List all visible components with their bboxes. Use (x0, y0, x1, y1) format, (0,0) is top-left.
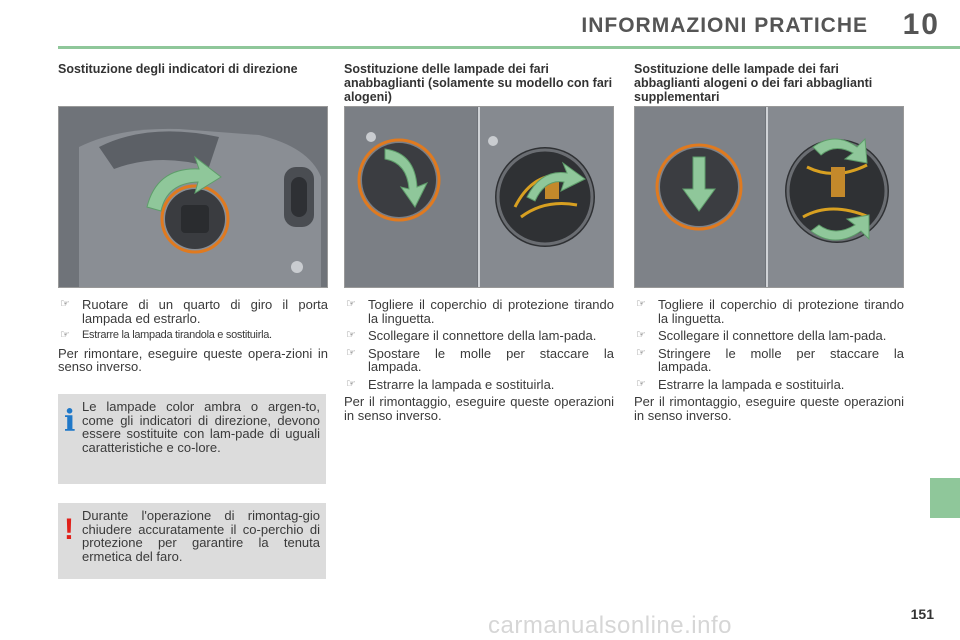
list-item: ☞ Stringere le molle per staccare la lamp… (634, 345, 904, 374)
list-item: ☞ Estrarre la lampada e sostituirla. (634, 376, 904, 392)
warning-note: ! Durante l'operazione di rimontag-gio c… (58, 503, 326, 579)
pointing-hand-icon: ☞ (346, 298, 356, 310)
reassembly-note: Per il rimontaggio, eseguire queste oper… (634, 394, 904, 423)
list-item-text: Togliere il coperchio di protezione tira… (658, 297, 904, 326)
info-note: i Le lampade color ambra o argen-to, com… (58, 394, 326, 484)
list-item: ☞ Spostare le molle per staccare la lampa… (344, 345, 614, 374)
list-item-text: Ruotare di un quarto di giro il porta la… (82, 297, 328, 326)
pointing-hand-icon: ☞ (346, 377, 356, 390)
list-item: ☞ Togliere il coperchio di protezione tir… (634, 298, 904, 325)
section-heading: Sostituzione degli indicatori di direzio… (58, 62, 298, 76)
list-item-text: Scollegare il connettore della lam-pada. (368, 328, 597, 343)
pointing-hand-icon: ☞ (60, 329, 70, 341)
high-beam-illustration (634, 106, 904, 288)
list-item-text: Estrarre la lampada e sostituirla. (368, 376, 555, 392)
turn-indicator-illustration (58, 106, 328, 288)
watermark: carmanualsonline.info (488, 612, 732, 639)
section-title: INFORMAZIONI PRATICHE (581, 14, 868, 37)
list-item-text: Estrarre la lampada e sostituirla. (658, 376, 845, 392)
list-item-text: Scollegare il connettore della lam-pada. (658, 328, 887, 343)
header-divider (58, 46, 960, 49)
chapter-number: 10 (902, 8, 940, 41)
pointing-hand-icon: ☞ (346, 346, 356, 359)
list-item-text: Stringere le molle per staccare la lampa… (658, 345, 904, 374)
list-item: ☞ Togliere il coperchio di protezione tir… (344, 298, 614, 325)
list-item: ☞ Estrarre la lampada tirandola e sostitu… (58, 329, 328, 343)
section-heading: Sostituzione delle lampade dei fari abba… (634, 62, 873, 104)
list-item-text: Togliere il coperchio di protezione tira… (368, 297, 614, 326)
list-item-text: Spostare le molle per staccare la lampad… (368, 345, 614, 374)
pointing-hand-icon: ☞ (636, 298, 646, 310)
info-icon: i (64, 404, 76, 439)
info-note-text: Le lampade color ambra o argen-to, come … (82, 399, 320, 455)
column-turn-indicators: Sostituzione degli indicatori di direzio… (58, 62, 328, 374)
low-beam-illustration (344, 106, 614, 288)
pointing-hand-icon: ☞ (636, 329, 646, 341)
section-heading: Sostituzione delle lampade dei fari anab… (344, 62, 613, 104)
instruction-list: ☞ Togliere il coperchio di protezione tir… (344, 298, 614, 391)
instruction-list: ☞ Ruotare di un quarto di giro il porta l… (58, 298, 328, 343)
list-item-text: Estrarre la lampada tirandola e sostitui… (82, 329, 272, 341)
list-item: ☞ Scollegare il connettore della lam-pada… (344, 329, 614, 343)
pointing-hand-icon: ☞ (636, 377, 646, 390)
pointing-hand-icon: ☞ (636, 346, 646, 359)
list-item: ☞ Estrarre la lampada e sostituirla. (344, 376, 614, 392)
list-item: ☞ Scollegare il connettore della lam-pada… (634, 329, 904, 343)
column-high-beam: Sostituzione delle lampade dei fari abba… (634, 62, 904, 422)
warning-icon: ! (64, 513, 74, 546)
column-low-beam: Sostituzione delle lampade dei fari anab… (344, 62, 614, 422)
warning-note-text: Durante l'operazione di rimontag-gio chi… (82, 508, 320, 564)
pointing-hand-icon: ☞ (346, 329, 356, 341)
instruction-list: ☞ Togliere il coperchio di protezione tir… (634, 298, 904, 391)
reassembly-note: Per rimontare, eseguire queste opera-zio… (58, 345, 328, 374)
chapter-side-tab (930, 478, 960, 518)
page-number: 151 (910, 606, 934, 622)
reassembly-note: Per il rimontaggio, eseguire queste oper… (344, 394, 614, 423)
list-item: ☞ Ruotare di un quarto di giro il porta l… (58, 298, 328, 325)
pointing-hand-icon: ☞ (60, 298, 70, 310)
